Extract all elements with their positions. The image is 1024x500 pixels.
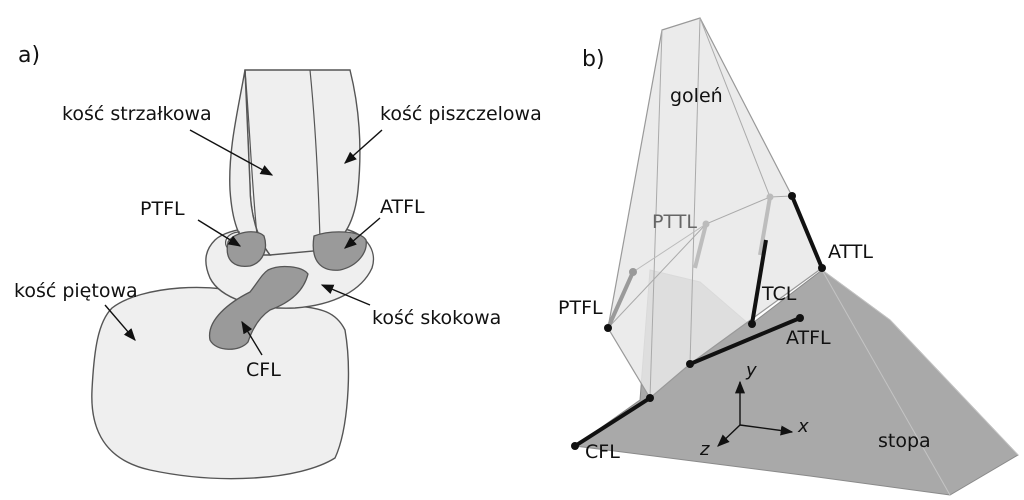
label-talus: kość skokowa: [372, 307, 501, 329]
label-cfl-b: CFL: [585, 441, 620, 463]
fibula-bone: [229, 69, 272, 256]
joint-point: [766, 193, 774, 201]
label-calcaneus: kość piętowa: [14, 280, 138, 302]
panel-a-label: a): [18, 43, 40, 68]
joint-point: [629, 268, 637, 276]
joint-point: [796, 314, 804, 322]
ptfl-segment: [606, 271, 635, 329]
arrow-talus: [320, 284, 371, 306]
shank-edge-1: [649, 29, 663, 399]
arrow-atfl: [344, 217, 381, 249]
panel-a: a) kość strzałkowa kość piszczelowa PTFL…: [14, 43, 542, 480]
arrow-ptfl: [197, 219, 242, 247]
panel-b-label: b): [582, 47, 605, 72]
joint-points: [571, 192, 826, 450]
arrow-fibula: [189, 129, 274, 176]
tibia-bone: [244, 69, 361, 256]
ptfl-ligament: [226, 231, 267, 268]
label-foot: stopa: [878, 430, 931, 452]
atfl-segment: [689, 316, 801, 366]
label-fibula: kość strzałkowa: [62, 103, 212, 125]
label-shank: goleń: [670, 85, 723, 107]
pttl-segment-2: [758, 196, 772, 256]
label-pttl: PTTL: [652, 211, 697, 233]
shank-body: [607, 17, 823, 399]
joint-point: [748, 320, 756, 328]
coordinate-axes: y x z: [699, 360, 809, 460]
joint-point: [571, 442, 579, 450]
axis-y-label: y: [745, 360, 757, 381]
panel-b: b): [558, 17, 1019, 496]
label-cfl-a: CFL: [246, 359, 281, 381]
cfl-segment: [573, 396, 652, 448]
pttl-segment: [693, 223, 708, 269]
joint-point: [788, 192, 796, 200]
joint-point: [702, 220, 710, 228]
tibia-inner-line: [309, 69, 321, 241]
label-tcl: TCL: [761, 283, 797, 305]
arrow-calcaneus: [104, 304, 136, 341]
label-tibia: kość piszczelowa: [380, 103, 542, 125]
cfl-ligament: [209, 265, 309, 350]
axis-z-label: z: [699, 439, 710, 460]
tcl-segment: [750, 239, 768, 325]
joint-point: [818, 264, 826, 272]
label-ptfl-b: PTFL: [558, 297, 603, 319]
joint-point: [686, 360, 694, 368]
label-atfl-b: ATFL: [786, 327, 831, 349]
shank-edge-4: [607, 195, 793, 329]
axis-x-label: x: [797, 416, 809, 437]
arrow-cfl: [241, 320, 263, 356]
foot-edge-2: [821, 269, 951, 496]
joint-point: [646, 394, 654, 402]
label-atfl-a: ATFL: [380, 196, 425, 218]
foot-edge: [821, 269, 1019, 456]
attl-segment: [790, 195, 824, 269]
fibula-inner-line: [244, 69, 259, 246]
axis-z-arrow: [717, 424, 741, 447]
shank-edge-3: [699, 17, 771, 198]
shank-edge-5: [632, 223, 707, 273]
axis-x-arrow: [739, 424, 794, 436]
shank-edge-2: [689, 17, 701, 365]
label-attl: ATTL: [828, 241, 873, 263]
label-ptfl-a: PTFL: [140, 198, 185, 220]
arrow-tibia: [344, 129, 383, 164]
joint-point: [604, 324, 612, 332]
